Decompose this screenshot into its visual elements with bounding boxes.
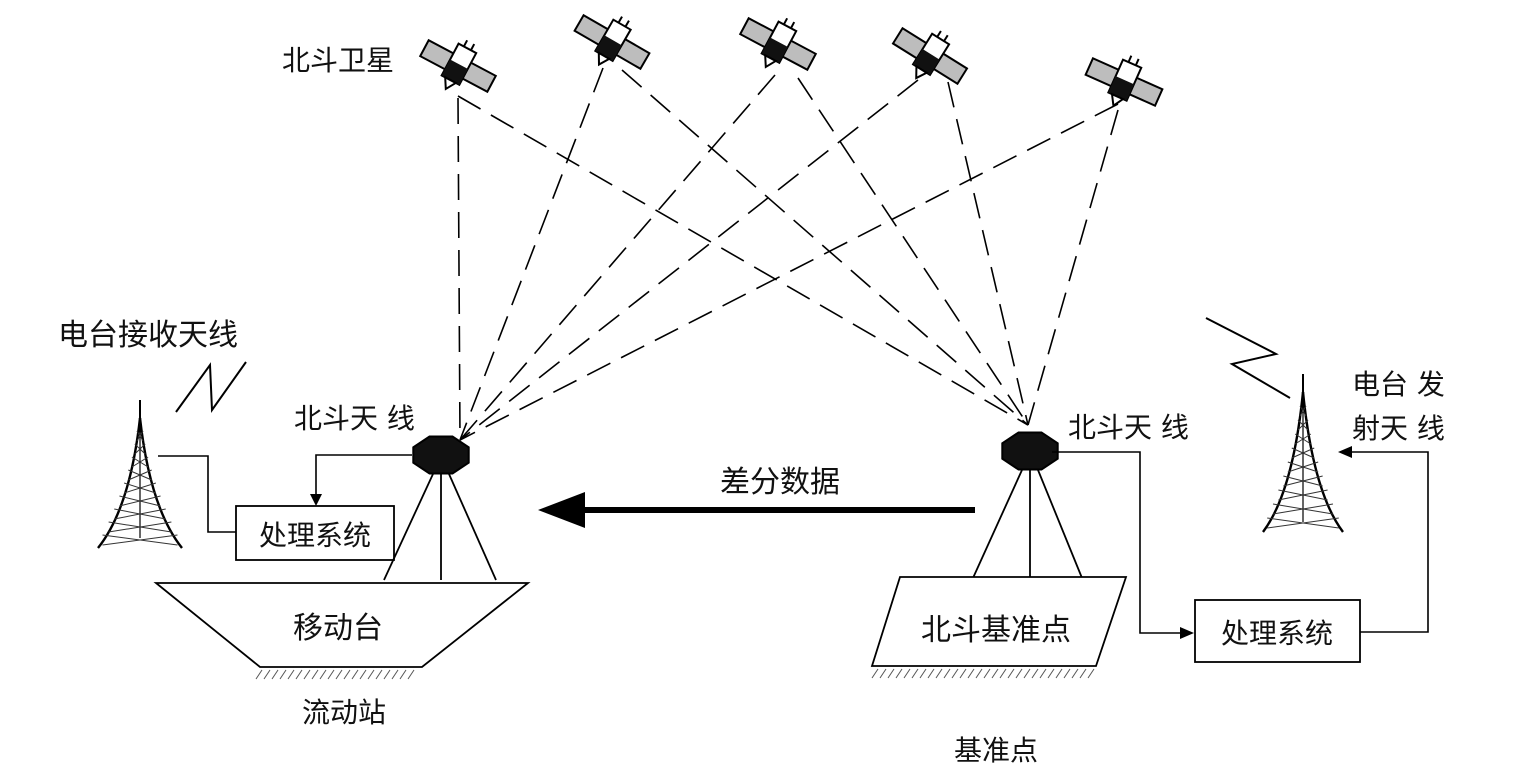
satellite-icon <box>738 16 818 72</box>
radio-wave-icon <box>175 361 247 413</box>
signal-line-base <box>1027 109 1119 426</box>
satellite-icon <box>573 13 651 71</box>
signal-line-base <box>797 77 1029 426</box>
differential-data-label: 差分数据 <box>720 465 840 500</box>
antenna-to-processor-link-right <box>1052 451 1180 634</box>
arrowhead-icon <box>538 492 585 528</box>
ground-hatch-right <box>871 668 1095 679</box>
rx-antenna-label: 电台接收天线 <box>58 318 238 353</box>
processing-system-label-right: 处理系统 <box>1221 617 1333 650</box>
signal-line-rover <box>459 67 604 441</box>
arrowhead-icon <box>1180 627 1194 639</box>
gnss-antenna-icon <box>412 435 470 475</box>
arrowhead-icon <box>1338 446 1352 458</box>
signal-line-base <box>457 95 1029 426</box>
arrowhead-icon <box>310 494 322 506</box>
signal-line-rover <box>459 79 919 441</box>
satellite-group <box>418 13 1164 108</box>
radio-tower-icon <box>97 400 183 549</box>
radio-wave-icon <box>1205 317 1291 399</box>
tripod-right <box>972 469 1083 579</box>
beidou-antenna-label-right: 北斗天 线 <box>1068 411 1189 444</box>
signal-line-rover <box>459 103 1119 441</box>
satellite-icon <box>418 38 498 94</box>
signal-line-base <box>621 69 1029 426</box>
processor-to-tower-link <box>1352 451 1429 633</box>
tower-to-processor-link <box>158 455 236 533</box>
signal-line-rover <box>457 97 461 441</box>
gnss-antenna-icon <box>1001 431 1059 471</box>
beidou-antenna-label-left: 北斗天 线 <box>294 402 415 435</box>
satellite-label: 北斗卫星 <box>282 44 394 77</box>
antenna-to-processor-link <box>315 454 412 494</box>
beidou-base-point <box>870 576 1128 667</box>
tx-antenna-label-line1: 电台 发 <box>1352 368 1445 401</box>
tx-antenna-label-line2: 射天 线 <box>1352 412 1445 445</box>
base-point-box-label: 北斗基准点 <box>921 613 1071 648</box>
satellite-icon <box>1084 55 1164 108</box>
processing-system-label-left: 处理系统 <box>259 519 371 552</box>
base-station-label: 基准点 <box>954 734 1038 767</box>
signal-line-rover <box>459 74 776 441</box>
rover-station-label: 流动站 <box>302 696 386 729</box>
radio-tower-icon <box>1262 374 1344 533</box>
signal-line-base <box>947 81 1029 426</box>
ground-hatch-left <box>255 669 415 680</box>
mobile-platform-label: 移动台 <box>293 611 383 646</box>
processing-system-box-right <box>1194 599 1361 663</box>
signal-lines <box>457 67 1119 441</box>
satellite-icon <box>891 26 969 86</box>
mobile-platform <box>153 582 531 668</box>
processing-system-box-left <box>235 505 395 561</box>
tripod-left <box>383 473 497 581</box>
